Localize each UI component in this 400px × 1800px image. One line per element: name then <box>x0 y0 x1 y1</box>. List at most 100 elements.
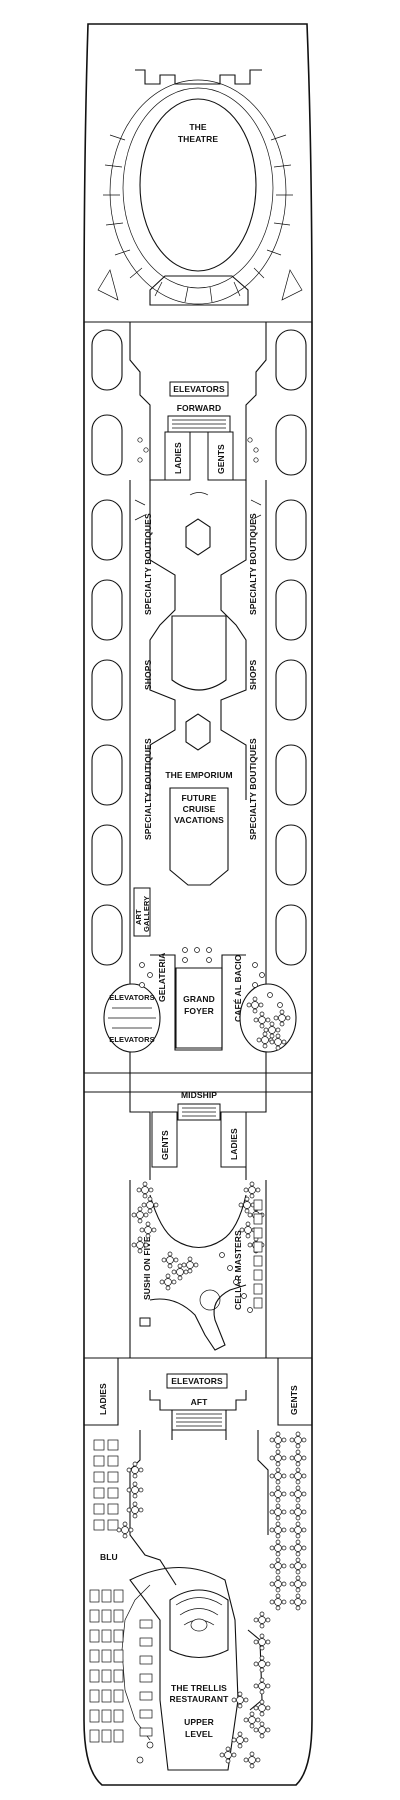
seat <box>275 1569 281 1575</box>
seat <box>269 1021 275 1027</box>
seat <box>247 437 253 443</box>
seat <box>153 1202 159 1208</box>
seat <box>275 1461 281 1467</box>
seat <box>275 1431 281 1437</box>
seat <box>159 1279 165 1285</box>
gents-midship-label: GENTS <box>160 1130 170 1160</box>
table <box>186 1261 194 1269</box>
ladies-restroom-midship[interactable] <box>220 1111 247 1168</box>
seat <box>146 1741 154 1749</box>
table <box>248 1756 256 1764</box>
specialty-boutiques-4-label: SPECIALTY BOUTIQUES <box>248 738 258 840</box>
seat <box>269 1545 275 1551</box>
forward-lobby[interactable]: ELEVATORS FORWARD LADIES GENTS <box>129 322 267 496</box>
seat <box>252 962 258 968</box>
seat <box>161 1257 167 1263</box>
future-cruise-desk[interactable] <box>169 787 229 886</box>
bench <box>113 1609 124 1623</box>
table <box>274 1472 282 1480</box>
table <box>274 1526 282 1534</box>
ladies-restroom-forward[interactable] <box>164 431 191 481</box>
bench <box>253 1241 263 1253</box>
seat <box>295 1551 301 1557</box>
seat <box>227 1265 233 1271</box>
seat <box>247 1242 253 1248</box>
seat <box>289 1599 295 1605</box>
seat <box>301 1563 307 1569</box>
bench <box>93 1487 105 1499</box>
specialty-boutiques-2-label: SPECIALTY BOUTIQUES <box>248 513 258 615</box>
bench <box>101 1629 112 1643</box>
seat <box>231 1697 237 1703</box>
seat <box>295 1503 301 1509</box>
seat <box>171 1279 177 1285</box>
seat <box>269 1455 275 1461</box>
seat <box>259 1623 265 1629</box>
seat <box>275 1551 281 1557</box>
bench <box>253 1283 263 1295</box>
ladies-aft-label: LADIES <box>98 1383 108 1415</box>
midship-lobby[interactable]: MIDSHIP GENTS LADIES <box>129 1073 267 1180</box>
seat <box>255 1757 261 1763</box>
trellis-restaurant[interactable]: BLU THE TRELLIS RESTAURANT UPPER LEVEL <box>100 1552 263 1771</box>
lifeboat-port <box>91 414 123 476</box>
seat <box>237 1731 243 1737</box>
aft-lobby[interactable]: ELEVATORS AFT LADIES GENTS <box>83 1358 313 1586</box>
aft-elevators-box[interactable] <box>166 1373 228 1389</box>
seat <box>243 1187 249 1193</box>
table <box>274 1580 282 1588</box>
seat <box>275 1449 281 1455</box>
bench <box>107 1519 119 1531</box>
seat <box>131 1212 137 1218</box>
seat <box>275 1443 281 1449</box>
seat <box>295 1497 301 1503</box>
seat <box>295 1461 301 1467</box>
bench <box>101 1729 112 1743</box>
seat <box>295 1575 301 1581</box>
aft-elevators-label: ELEVATORS <box>171 1376 223 1386</box>
bench <box>101 1609 112 1623</box>
seat <box>259 1645 265 1651</box>
theatre[interactable]: THE THEATRE <box>97 69 303 306</box>
seat <box>126 1487 132 1493</box>
seat <box>295 1449 301 1455</box>
seat <box>269 1581 275 1587</box>
table <box>278 1014 286 1022</box>
table <box>258 1726 266 1734</box>
cellar-label: CELLAR MASTERS <box>233 1230 243 1310</box>
lifeboat-starboard <box>275 499 307 561</box>
table <box>121 1526 129 1534</box>
seat <box>245 1233 251 1239</box>
seat <box>137 1236 143 1242</box>
gents-restroom-forward[interactable] <box>207 431 234 481</box>
forward-elevators-box[interactable] <box>169 381 229 397</box>
seat <box>249 1763 255 1769</box>
future-cruise-line3: VACATIONS <box>174 815 224 825</box>
gents-restroom-midship[interactable] <box>151 1111 178 1168</box>
seat <box>252 996 258 1002</box>
table <box>268 1026 276 1034</box>
art-gallery[interactable] <box>133 887 151 937</box>
seat <box>253 1017 259 1023</box>
bench <box>113 1649 124 1663</box>
seat <box>295 1533 301 1539</box>
seat <box>295 1587 301 1593</box>
forward-elevators-label: ELEVATORS <box>173 384 225 394</box>
table <box>274 1544 282 1552</box>
seat <box>194 947 200 953</box>
seat <box>275 1557 281 1563</box>
seat <box>249 1751 255 1757</box>
seat <box>281 1473 287 1479</box>
seat <box>258 1002 264 1008</box>
sushi-cellar-zone[interactable]: SUSHI ON FIVE CELLAR MASTERS <box>129 1180 267 1358</box>
seat <box>275 1033 281 1039</box>
bench <box>253 1213 263 1225</box>
trellis-line1: THE TRELLIS <box>171 1683 227 1693</box>
table <box>294 1562 302 1570</box>
seat <box>259 1023 265 1029</box>
seat <box>295 1443 301 1449</box>
seat <box>143 1242 149 1248</box>
seat <box>249 1711 255 1717</box>
bench <box>139 1655 153 1665</box>
shops-right-label: SHOPS <box>248 660 258 690</box>
